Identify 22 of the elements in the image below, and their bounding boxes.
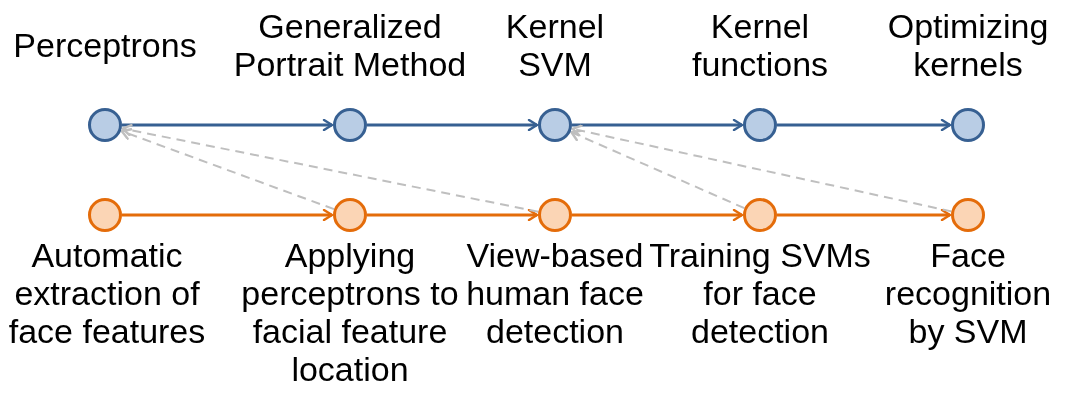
node-label: Kernel SVM [504, 6, 606, 85]
arrow [570, 129, 746, 210]
arrow [572, 208, 744, 222]
arrow [777, 208, 952, 222]
arrow [572, 118, 744, 132]
arrow [367, 208, 539, 222]
node-label: Kernel functions [690, 6, 830, 85]
arrow [122, 118, 334, 132]
arrow [571, 124, 953, 213]
node-label: Perceptrons [12, 25, 198, 66]
node-label: View-based human face detection [465, 236, 645, 350]
arrow [122, 208, 334, 222]
node-label: Automatic extraction of face features [7, 236, 207, 350]
node-label: Optimizing kernels [886, 6, 1050, 85]
arrow [121, 124, 540, 213]
arrow [777, 118, 952, 132]
node-label: Applying perceptrons to facial feature location [240, 236, 460, 388]
arrow [367, 118, 539, 132]
node-label: Generalized Portrait Method [232, 6, 468, 85]
node-label: Training SVMs for face detection [648, 236, 872, 350]
node-label: Face recognition by SVM [883, 236, 1053, 350]
arrow [120, 128, 336, 211]
